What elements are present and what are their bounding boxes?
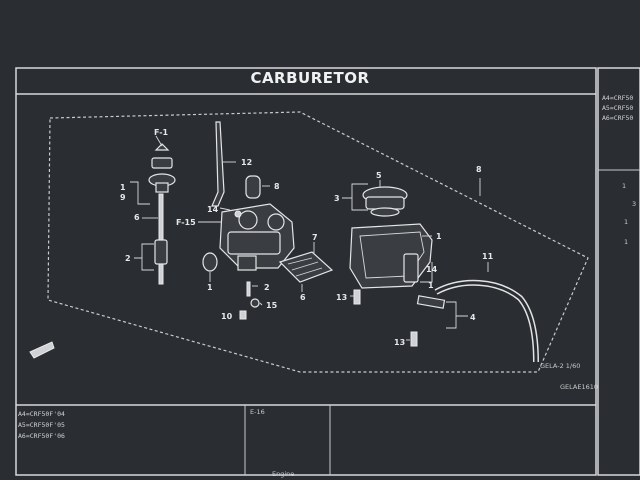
main-jet-part <box>246 281 251 297</box>
callout-8b: 8 <box>476 165 482 174</box>
callout-2b: 2 <box>264 283 270 292</box>
callout-1d: 1 <box>428 281 434 290</box>
right-model-1: A4=CRF50 <box>602 94 633 102</box>
fuel-tube-part <box>434 279 539 363</box>
callout-1a: 1 <box>120 183 126 192</box>
main-frame <box>15 67 597 476</box>
callout-labels: F-1 1 9 6 2 12 8 14 F-15 1 7 6 2 15 10 3… <box>120 128 494 347</box>
float-group <box>349 186 433 289</box>
leader-lines <box>130 135 489 341</box>
callout-9: 9 <box>120 193 126 202</box>
right-model-2: A5=CRF50 <box>602 104 633 112</box>
throttle-valve-part <box>154 239 168 265</box>
model-line-1: A4=CRF50F'04 <box>18 410 65 418</box>
callout-4: 4 <box>470 313 476 322</box>
carburetor-body <box>219 203 295 271</box>
callout-6: 6 <box>134 213 140 222</box>
callout-6b: 6 <box>300 293 306 302</box>
cover-part <box>245 175 261 199</box>
screw-13b-part <box>410 331 418 347</box>
callout-1c: 1 <box>436 232 442 241</box>
callout-2a: 2 <box>125 254 131 263</box>
right-model-3: A6=CRF50 <box>602 114 633 122</box>
drain-bolt-part <box>416 295 446 309</box>
assembly-outline <box>47 111 589 373</box>
cap-body-part <box>155 182 169 193</box>
figure-code: GELAE1610 <box>560 383 598 391</box>
callout-1b: 1 <box>207 283 213 292</box>
page-ref: E-16 <box>250 408 265 416</box>
callout-13b: 13 <box>394 338 405 347</box>
callout-7: 7 <box>312 233 318 242</box>
choke-rod-part <box>211 121 225 207</box>
callout-f15: F-15 <box>176 218 196 227</box>
right-num-3: 1 <box>624 218 628 226</box>
screw-13a-part <box>353 289 361 305</box>
callout-14a: 14 <box>207 205 219 214</box>
right-num-2: 3 <box>632 200 636 208</box>
callout-11: 11 <box>482 252 494 261</box>
right-panel-frame <box>597 67 640 476</box>
oring-part <box>202 252 218 272</box>
callout-12: 12 <box>241 158 252 167</box>
front-arrow-icon <box>29 341 55 359</box>
callout-15: 15 <box>266 301 278 310</box>
model-line-2: A5=CRF50F'05 <box>18 421 65 429</box>
page-ref-sub: Engine <box>272 470 294 478</box>
clip-part <box>151 157 173 169</box>
screw-part <box>239 310 247 320</box>
callout-f1: F-1 <box>154 128 169 137</box>
callout-8: 8 <box>274 182 280 191</box>
gasket-set-part <box>278 251 334 283</box>
needle-group <box>148 143 176 285</box>
right-num-4: 1 <box>624 238 628 246</box>
model-line-3: A6=CRF50F'06 <box>18 432 65 440</box>
diagram-code: GELA-2 1/60 <box>540 362 580 370</box>
plug-part <box>250 298 260 308</box>
page-title: CARBURETOR <box>250 69 369 87</box>
callout-5: 5 <box>376 171 382 180</box>
callout-3: 3 <box>334 194 340 203</box>
callout-10: 10 <box>221 312 233 321</box>
callout-13a: 13 <box>336 293 347 302</box>
jet-needle-part <box>158 193 164 285</box>
cap-part <box>154 143 170 151</box>
callout-14b: 14 <box>426 265 438 274</box>
right-num-1: 1 <box>622 182 626 190</box>
